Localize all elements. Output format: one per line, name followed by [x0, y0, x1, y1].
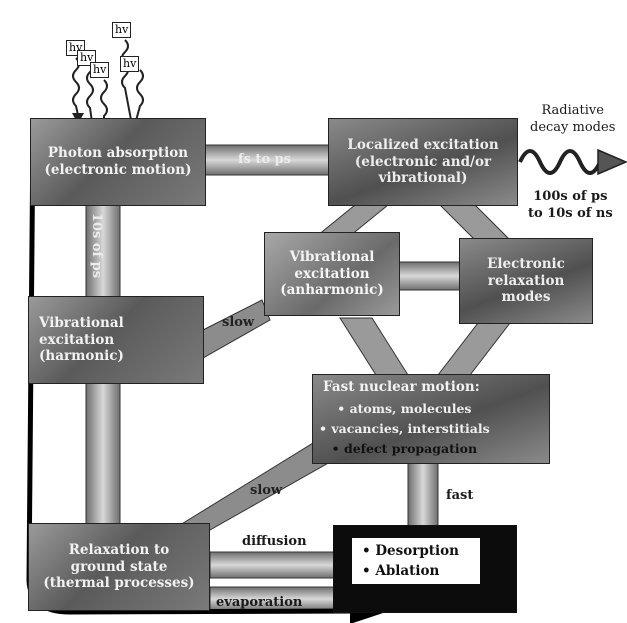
localized-excitation-text: Localized excitation (electronic and/or … [347, 136, 499, 187]
desorption-ablation-box: Desorption Ablation [333, 525, 517, 613]
pipe-label-diffusion: diffusion [242, 534, 307, 549]
pipe-electronic-to-nuclear [436, 322, 512, 376]
electronic-relaxation-box: Electronic relaxation modes [459, 238, 593, 324]
fast-nuclear-item: defect propagation [319, 439, 490, 459]
pipe-label-evaporation: evaporation [216, 595, 303, 610]
fast-nuclear-item: vacancies, interstitials [319, 419, 489, 439]
pipe-diffusion [209, 551, 335, 579]
photon-label: hv [90, 62, 110, 78]
relaxation-ground-box: Relaxation to ground state (thermal proc… [28, 523, 210, 611]
pipe-fs-to-ps [204, 144, 331, 176]
pipe-10s-of-ps [85, 204, 121, 301]
relaxation-ground-text: Relaxation to ground state (thermal proc… [43, 541, 195, 592]
desorption-ablation-list: Desorption Ablation [352, 538, 480, 584]
fast-nuclear-item: atoms, molecules [319, 399, 490, 419]
pipe-localized-to-electronic [438, 204, 512, 241]
pipe-evaporation [209, 586, 335, 612]
pipe-label-10s-of-ps: 10s of ps [89, 212, 105, 279]
photon-label: hv [66, 40, 86, 56]
fast-nuclear-motion-box: Fast nuclear motion: atoms, molecules va… [312, 374, 550, 464]
radiative-decay-time: 100s of ps to 10s of ns [528, 189, 613, 221]
radiative-decay-title: Radiative decay modes [530, 103, 616, 135]
photon-label: hv [77, 50, 97, 66]
vibrational-harmonic-text: Vibrational excitation (harmonic) [39, 314, 124, 365]
pipe-anharmonic-to-nuclear [339, 317, 409, 376]
pipe-fast [407, 461, 439, 528]
photon-absorption-box: Photon absorption (electronic motion) [30, 118, 206, 206]
pipe-label-fs-to-ps: fs to ps [238, 152, 292, 167]
fast-nuclear-list: atoms, molecules vacancies, interstitial… [319, 399, 490, 459]
pipe-anharmonic-electronic [397, 261, 461, 291]
vibrational-harmonic-box: Vibrational excitation (harmonic) [28, 296, 204, 384]
photon-absorption-text: Photon absorption (electronic motion) [44, 145, 192, 178]
radiative-decay-wave [518, 149, 602, 175]
localized-excitation-box: Localized excitation (electronic and/or … [328, 118, 518, 206]
vibrational-anharmonic-box: Vibrational excitation (anharmonic) [264, 232, 400, 316]
pipe-label-slow-lower: slow [250, 483, 283, 498]
ablation-item: Ablation [362, 561, 480, 581]
vibrational-anharmonic-text: Vibrational excitation (anharmonic) [280, 248, 384, 299]
fast-nuclear-title: Fast nuclear motion: [323, 379, 480, 395]
desorption-item: Desorption [362, 541, 480, 561]
pipe-label-slow-upper: slow [222, 315, 255, 330]
photon-label: hv [112, 22, 132, 38]
radiative-decay-arrowhead [597, 148, 627, 176]
pipe-label-fast: fast [446, 488, 474, 503]
photon-label: hv [120, 56, 140, 72]
electronic-relaxation-text: Electronic relaxation modes [487, 255, 565, 306]
pipe-harmonic-to-ground [85, 381, 121, 525]
